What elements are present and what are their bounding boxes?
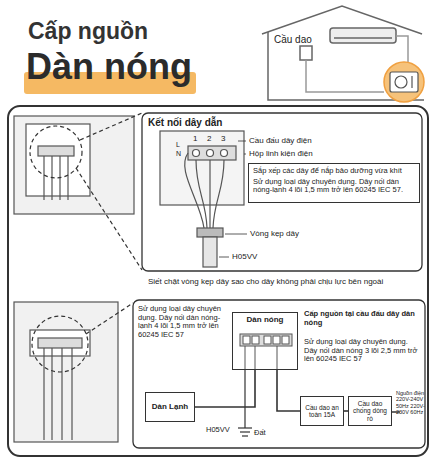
part-label: Cầu đấu dây điện [249, 136, 312, 145]
node-text: Kết nối dây dẫn [148, 117, 416, 129]
terminal-block [240, 334, 292, 370]
part-label: Vòng kẹp dây [250, 229, 299, 238]
cable-clamp [197, 228, 223, 237]
outdoor-unit-icon [390, 72, 418, 92]
house-icon [262, 6, 424, 100]
electric-box [160, 131, 244, 267]
cable-label: H05VV [206, 426, 230, 435]
note-box: Sắp xếp các dây để nắp bảo dưỡng vừa khí… [248, 163, 420, 203]
note: Cấp nguồn tại cầu đấu dây dàn nóng [304, 310, 422, 327]
cable [203, 237, 217, 267]
supply-label: Nguồn điện 220V-240V 50Hz 220V-230V 60Hz [396, 390, 426, 415]
inset-box: Kết nối dây dẫnSắp xếp các dây để nắp bả… [142, 113, 422, 271]
pin-number: 3 [221, 134, 225, 143]
pin-number: 2 [207, 134, 211, 143]
inset-frame [142, 113, 422, 271]
breaker-box: Cầu dao an toàn 15A [300, 396, 344, 426]
node-text: Cầu dao chống dòng rò [351, 400, 389, 422]
node-text: Dàn Lạnh [149, 402, 191, 411]
breaker-box: Cầu dao chống dòng rò [348, 396, 392, 426]
unit-box: Dàn nóng [232, 312, 298, 370]
outer-frame [8, 106, 428, 456]
caption-label: Cầu dao [274, 34, 312, 46]
note: Siết chặt vòng kẹp dây sao cho dây không… [148, 277, 424, 286]
unit-box: Dàn Lạnh [145, 392, 195, 422]
note: Sử dụng loại dây chuyên dụng. Dây nối dà… [304, 338, 422, 364]
earth-label: Đất [254, 429, 266, 438]
pin-number: 1 [193, 134, 197, 143]
wire-connector [277, 370, 300, 411]
wiring-frame [133, 300, 425, 448]
note: Sử dụng loại dây chuyên dụng. Dây nối dà… [138, 305, 226, 340]
leader-lines [219, 141, 247, 257]
pin-name: N [176, 150, 181, 158]
unit-base [14, 302, 133, 442]
highlight-circle [384, 62, 424, 102]
pin-name: L [176, 141, 180, 149]
node-text: Dàn nóng [235, 315, 295, 324]
title: Cấp nguồn [28, 18, 148, 44]
unit-panel [14, 113, 142, 270]
earth-symbol [238, 370, 252, 436]
heading: Dàn nóng [26, 46, 192, 87]
node-text: Sắp xếp các dây để nắp bảo dưỡng vừa khí… [253, 167, 415, 176]
node-text: Cầu dao an toàn 15A [303, 404, 341, 419]
wire-connector [195, 370, 255, 407]
node-text: Sử dụng loại dây chuyên dụng. Dây nối dà… [253, 178, 415, 195]
part-label: Hộp linh kiện điện [249, 149, 313, 158]
cable-label: H05VV [232, 252, 257, 261]
